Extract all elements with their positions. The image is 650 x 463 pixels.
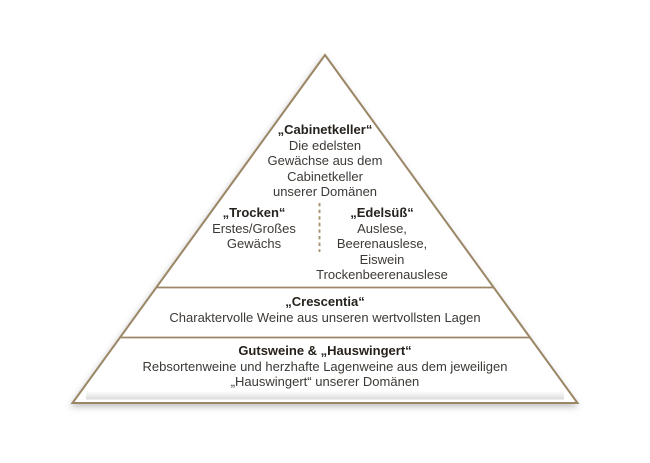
edelsuess-line: Eiswein xyxy=(359,251,405,267)
edelsuess-line: Trockenbeerenauslese xyxy=(316,267,448,282)
cabinetkeller-line: Gewächse aus dem xyxy=(267,153,383,168)
level-gutsweine: Gutsweine & „Hauswingert“ Rebsortenweine… xyxy=(95,343,555,390)
level-cabinetkeller: „Cabinetkeller“ Die edelsten Gewächse au… xyxy=(205,122,445,200)
level-edelsuess: „Edelsüß“ Auslese, Beerenauslese, Eiswei… xyxy=(292,205,472,283)
base-inner-shadow xyxy=(86,391,564,400)
edelsuess-line: Beerenauslese, xyxy=(336,236,428,251)
crescentia-line: Charaktervolle Weine aus unseren wertvol… xyxy=(169,309,481,325)
cabinetkeller-line: Die edelsten xyxy=(288,137,362,153)
edelsuess-heading: „Edelsüß“ xyxy=(350,205,414,220)
cabinetkeller-line: Cabinetkeller xyxy=(287,168,363,184)
cabinetkeller-line: unserer Domänen xyxy=(272,184,378,199)
crescentia-heading: „Crescentia“ xyxy=(285,294,365,309)
gutsweine-line: „Hauswingert“ unserer Domänen xyxy=(230,374,420,389)
level-trocken: „Trocken“ Erstes/Großes Gewächs xyxy=(174,205,334,252)
level-crescentia: „Crescentia“ Charaktervolle Weine aus un… xyxy=(125,294,525,325)
trocken-line: Gewächs xyxy=(226,236,282,251)
gutsweine-heading: Gutsweine & „Hauswingert“ xyxy=(238,343,412,358)
cabinetkeller-heading: „Cabinetkeller“ xyxy=(277,122,373,137)
pyramid-outline xyxy=(70,53,580,404)
trocken-line: Erstes/Großes xyxy=(212,220,296,236)
gutsweine-line: Rebsortenweine und herzhafte Lagenweine … xyxy=(142,358,508,374)
edelsuess-line: Auslese, xyxy=(357,220,407,236)
trocken-heading: „Trocken“ xyxy=(222,205,286,220)
